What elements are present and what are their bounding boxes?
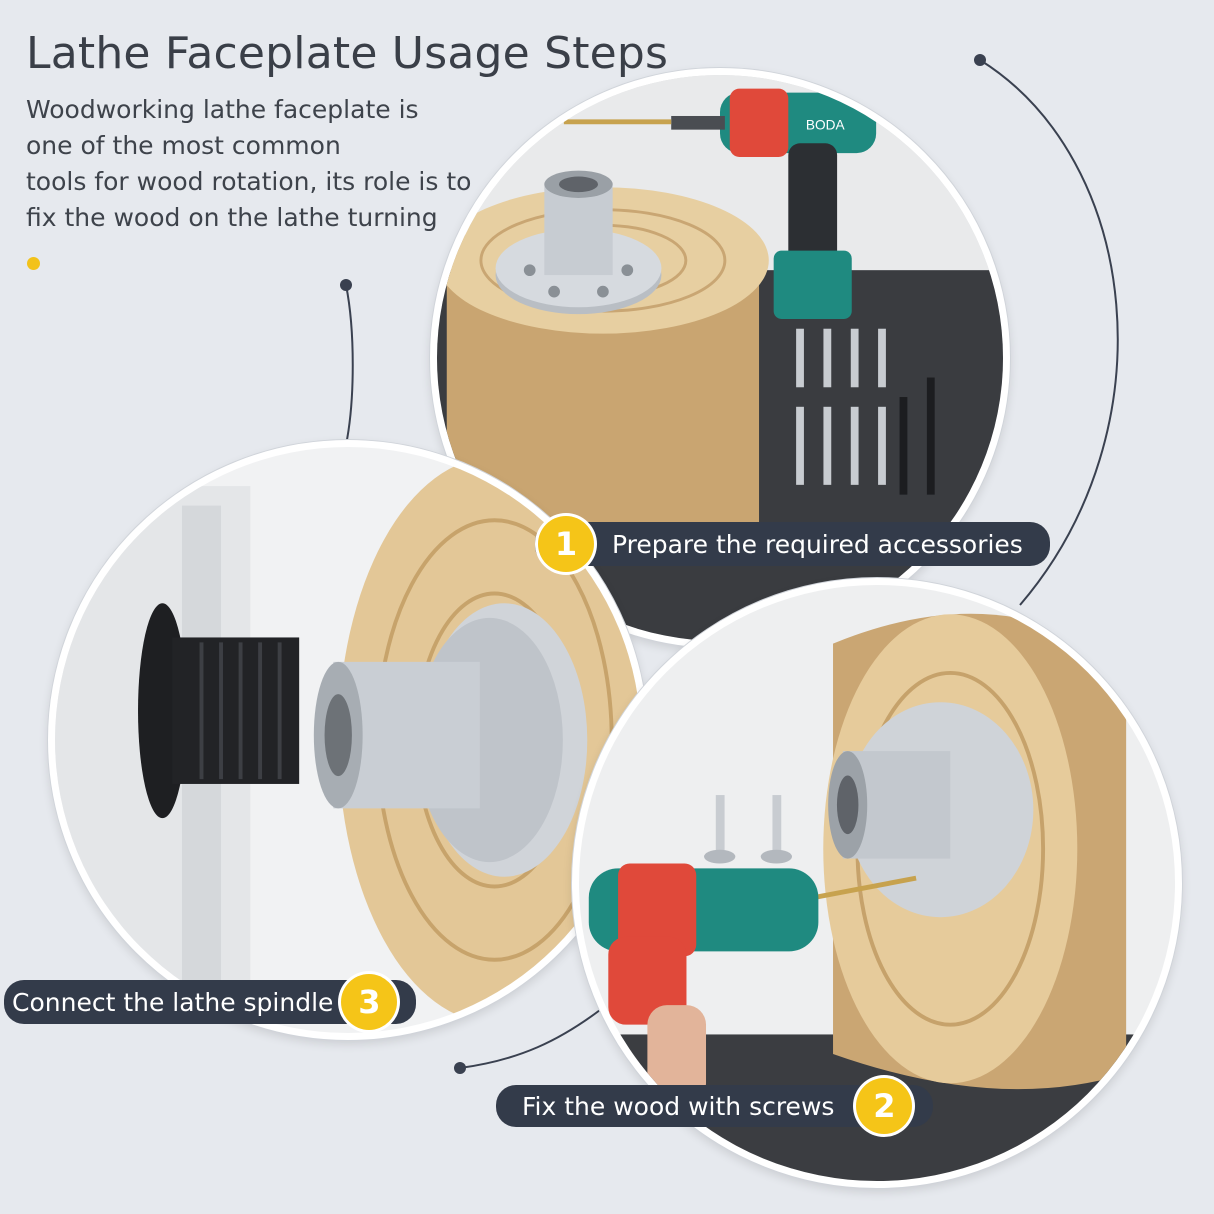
description: Woodworking lathe faceplate is one of th… [26, 92, 496, 236]
description-line: one of the most common [26, 131, 341, 160]
step-2-pill: Fix the wood with screws 2 [496, 1078, 933, 1134]
drill-brand: BODA [806, 118, 846, 133]
accent-dot [27, 257, 40, 270]
step-1-pill: 1 Prepare the required accessories [535, 516, 1050, 572]
step-1-badge: 1 [538, 516, 594, 572]
step-3-badge: 3 [341, 974, 398, 1030]
description-line: tools for wood rotation, its role is to [26, 167, 472, 196]
step-3-label: Connect the lathe spindle [12, 987, 334, 1017]
step-3-pill: Connect the lathe spindle 3 [4, 974, 416, 1030]
description-line: Woodworking lathe faceplate is [26, 95, 419, 124]
step-1-label: Prepare the required accessories [612, 529, 1023, 559]
page-title: Lathe Faceplate Usage Steps [26, 28, 669, 79]
lathe-spindle-illustration [55, 447, 641, 1033]
step-2-badge: 2 [856, 1078, 913, 1134]
step-2-label: Fix the wood with screws [522, 1091, 835, 1121]
description-line: fix the wood on the lathe turning [26, 203, 438, 232]
